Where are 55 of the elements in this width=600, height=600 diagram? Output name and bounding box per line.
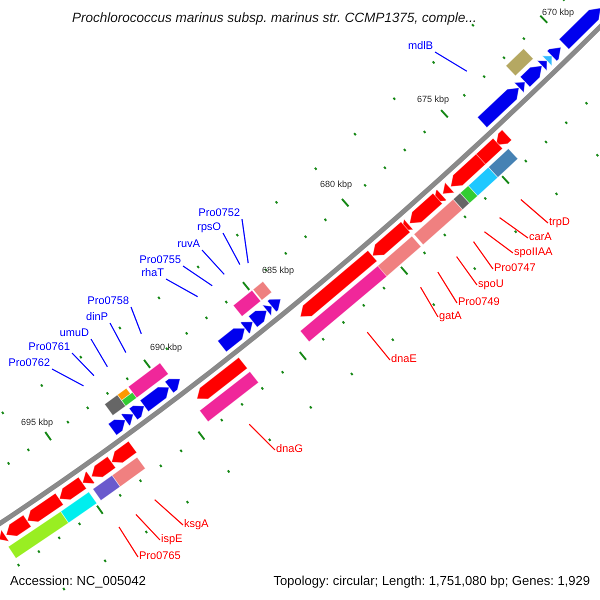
leader-line xyxy=(90,338,108,368)
genome-info-text: Topology: circular; Length: 1,751,080 bp; Genes: 1,929 xyxy=(273,574,590,588)
leader-line xyxy=(202,250,225,275)
leader-line xyxy=(484,231,514,254)
accession-text: Accession: NC_005042 xyxy=(10,574,146,588)
leader-line xyxy=(222,232,240,265)
gene-label: Pro0749 xyxy=(458,296,500,308)
leader-line xyxy=(437,272,458,304)
gene-label: Pro0762 xyxy=(8,357,50,370)
gene-label: Pro0765 xyxy=(139,550,181,562)
leader-line xyxy=(420,286,439,318)
leader-line xyxy=(520,199,548,224)
leader-line xyxy=(499,217,528,238)
leader-line xyxy=(434,51,468,72)
leader-line xyxy=(109,322,126,353)
gene-label: ruvA xyxy=(177,238,200,250)
leader-line xyxy=(130,306,142,334)
leader-line xyxy=(473,241,494,270)
gene-label: umuD xyxy=(60,327,89,340)
leader-line xyxy=(118,526,138,558)
leader-line xyxy=(366,332,390,360)
scale-label: 690 kbp xyxy=(150,343,182,353)
gene-label: mdlB xyxy=(408,40,433,52)
scale-label: 680 kbp xyxy=(320,180,352,190)
leader-line xyxy=(135,514,160,540)
scale-label: 685 kbp xyxy=(262,266,294,276)
gene-label: dnaE xyxy=(391,353,417,366)
scale-label: 670 kbp xyxy=(542,8,574,18)
gene-label: Pro0747 xyxy=(494,262,536,274)
gene-label: Pro0758 xyxy=(87,295,129,308)
leader-line xyxy=(456,256,478,286)
gene-label: rhaT xyxy=(141,267,164,280)
leader-line xyxy=(182,266,213,286)
leader-line xyxy=(52,368,84,386)
gene-label: ispE xyxy=(161,533,182,546)
leader-line xyxy=(72,352,94,376)
leader-line xyxy=(154,499,184,526)
gene-label: Pro0761 xyxy=(28,341,70,354)
gene-label: carA xyxy=(529,231,552,244)
gene-label: Pro0755 xyxy=(139,254,181,266)
leader-line xyxy=(166,278,198,298)
scale-label: 695 kbp xyxy=(21,418,54,428)
gene-label: dinP xyxy=(86,311,108,324)
leader-line xyxy=(241,218,249,264)
leader-line xyxy=(248,424,276,450)
gene-label: rpsO xyxy=(197,221,221,234)
gene-label: trpD xyxy=(549,216,570,228)
gene-label: ksgA xyxy=(184,518,208,530)
title: Prochlorococcus marinus subsp. marinus str. CCMP1375, comple... xyxy=(72,11,477,26)
gene-label: spoIIAA xyxy=(514,246,553,258)
gene-label: dnaG xyxy=(276,443,303,456)
gene-label: gatA xyxy=(439,310,462,322)
gene-label: Pro0752 xyxy=(198,207,240,220)
scale-label: 675 kbp xyxy=(417,95,450,105)
gene-label: spoU xyxy=(478,278,504,290)
